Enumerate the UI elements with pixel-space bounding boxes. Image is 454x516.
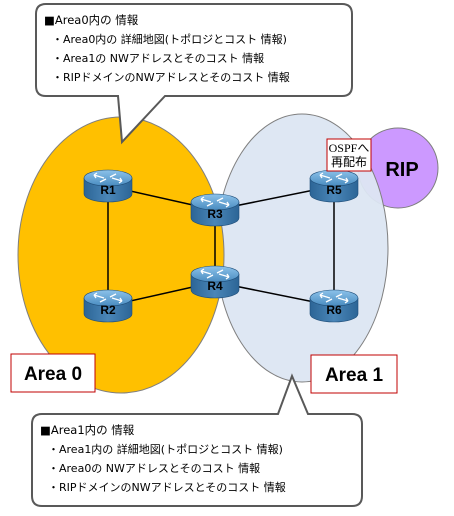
router-r2: R2 <box>83 289 133 323</box>
router-arrows-icon <box>93 172 123 184</box>
callout-top-line: ・RIPドメインのNWアドレスとそのコスト 情報 <box>52 71 290 84</box>
router-r4: R4 <box>190 265 240 299</box>
area1-label-box: Area 1 <box>310 354 398 394</box>
router-label-r5: R5 <box>326 183 342 197</box>
area1-label: Area 1 <box>325 365 384 386</box>
area0-label: Area 0 <box>24 364 82 385</box>
router-r3: R3 <box>190 193 240 227</box>
rip-label: RIP <box>385 159 418 181</box>
callout-bottom-heading: ■Area1内の 情報 <box>40 423 135 437</box>
router-label-r2: R2 <box>100 303 116 317</box>
callout-top-heading: ■Area0内の 情報 <box>44 13 139 27</box>
callout-bottom-line: ・RIPドメインのNWアドレスとそのコスト 情報 <box>48 481 286 494</box>
router-label-r3: R3 <box>207 207 223 221</box>
router-r1: R1 <box>83 169 133 203</box>
router-arrows-icon <box>200 268 230 280</box>
router-arrows-icon <box>93 292 123 304</box>
area0-label-box: Area 0 <box>10 353 96 393</box>
redistribute-line2: 再配布 <box>331 155 367 169</box>
area0-ellipse <box>17 116 225 394</box>
redistribute-line1: OSPFへ <box>329 141 370 155</box>
router-arrows-icon <box>319 292 349 304</box>
router-label-r4: R4 <box>207 279 223 293</box>
callout-bottom-line: ・Area0の NWアドレスとそのコスト 情報 <box>48 462 260 475</box>
callout-top-line: ・Area0内の 詳細地図(トポロジとコスト 情報) <box>52 32 287 46</box>
router-arrows-icon <box>200 196 230 208</box>
router-r6: R6 <box>309 289 359 323</box>
callout-bottom-line: ・Area1内の 詳細地図(トポロジとコスト 情報) <box>48 442 283 456</box>
callout-top: ■Area0内の 情報 ・Area0内の 詳細地図(トポロジとコスト 情報) ・… <box>35 3 353 145</box>
redistribute-note: OSPFへ 再配布 <box>326 138 372 172</box>
callout-top-line: ・Area1の NWアドレスとそのコスト 情報 <box>52 52 264 65</box>
router-r5: R5 <box>309 169 359 203</box>
callout-bottom: ■Area1内の 情報 ・Area1内の 詳細地図(トポロジとコスト 情報) ・… <box>31 373 363 507</box>
router-label-r1: R1 <box>100 183 116 197</box>
router-label-r6: R6 <box>326 303 342 317</box>
router-arrows-icon <box>319 172 349 184</box>
